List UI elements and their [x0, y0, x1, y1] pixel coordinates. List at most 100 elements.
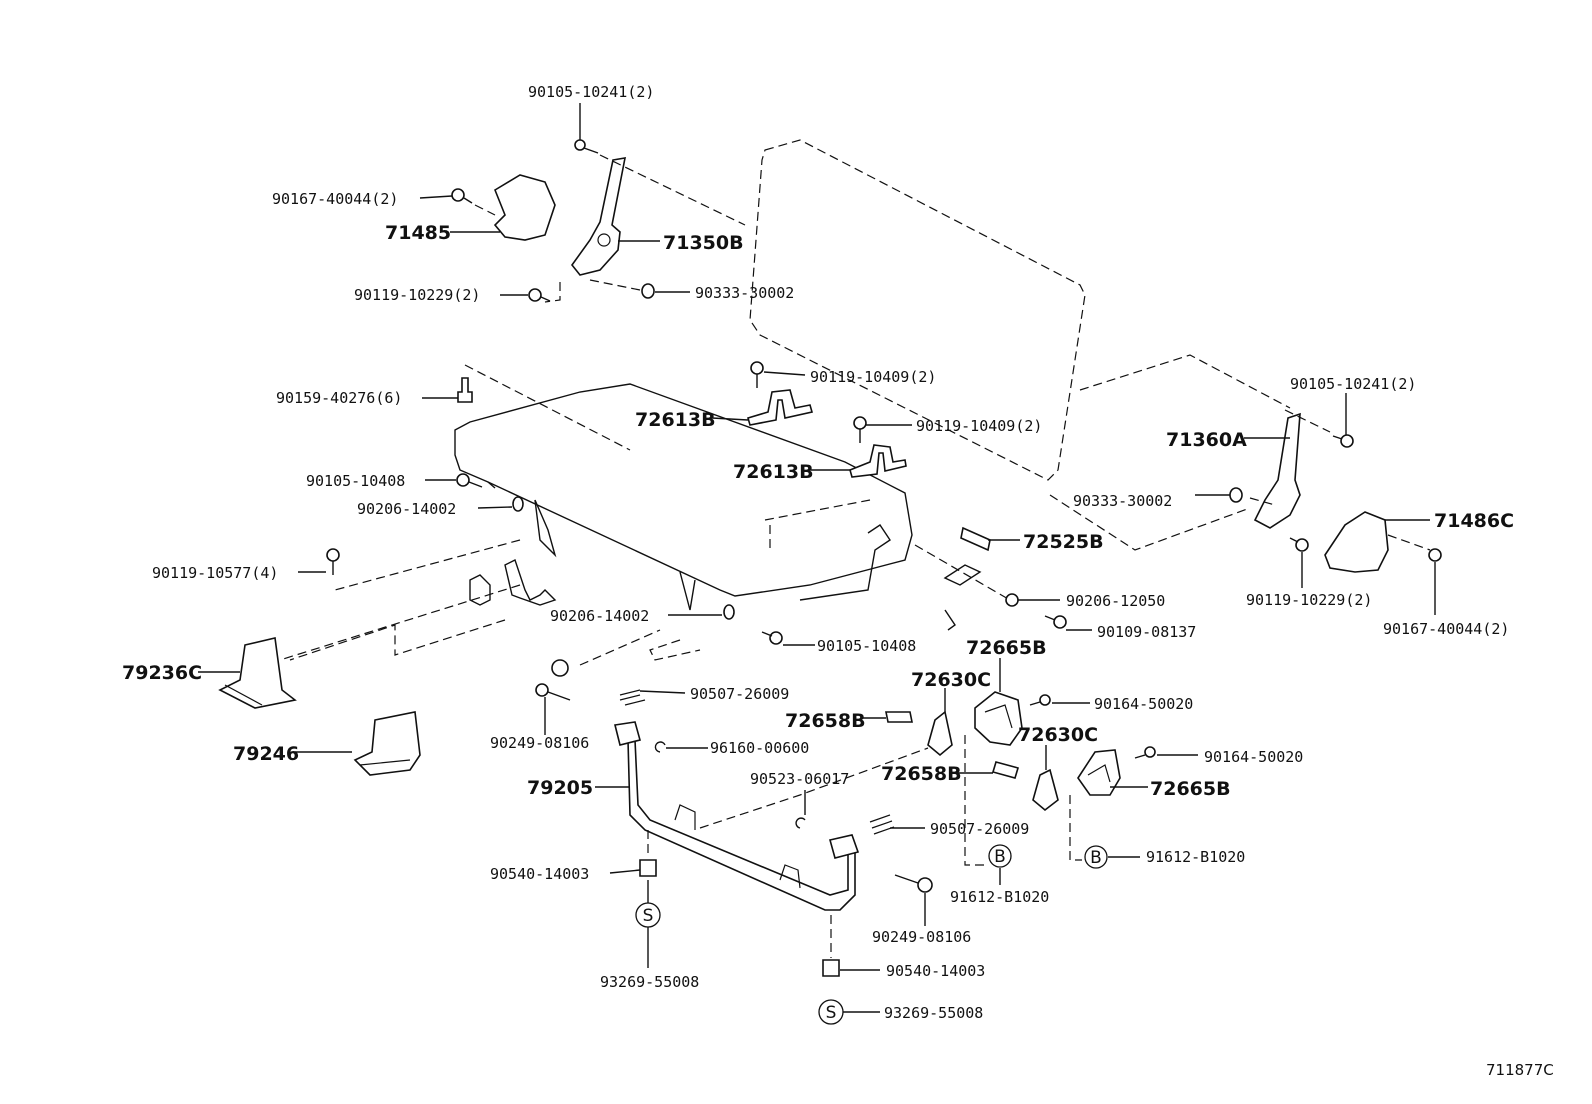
- label-79236c: 79236C: [122, 662, 202, 684]
- clip-90523-06017: [795, 817, 806, 829]
- cover-71486c: [1324, 511, 1431, 573]
- lever-72665b-b: [1077, 749, 1121, 796]
- label-90105-10241-right: 90105-10241(2): [1290, 375, 1416, 393]
- label-72613b-b: 72613B: [733, 461, 814, 483]
- label-90119-10409-b: 90119-10409(2): [916, 417, 1042, 435]
- label-90249-08106-a: 90249-08106: [490, 734, 589, 752]
- dash-links-levers: [964, 735, 1082, 866]
- label-72613b-a: 72613B: [635, 409, 716, 431]
- label-90119-10229-right: 90119-10229(2): [1246, 591, 1372, 609]
- label-72658b-a: 72658B: [785, 710, 866, 732]
- bolt-90105-10408-b: [761, 631, 783, 645]
- ring-90333-30002-right: [1229, 487, 1243, 503]
- latch-part: [914, 544, 1011, 631]
- label-72630c-b: 72630C: [1018, 724, 1098, 746]
- label-90333-30002-right: 90333-30002: [1073, 492, 1172, 510]
- bracket-79236c: [218, 637, 297, 709]
- lever-72630c-a: [927, 710, 953, 757]
- hinge-71350b: [544, 154, 746, 303]
- cap-part-small: [551, 659, 569, 677]
- label-90523-06017: 90523-06017: [750, 770, 849, 788]
- bolt-90105-10241-top: [574, 139, 599, 154]
- bracket-72613b-a: [747, 389, 814, 426]
- ref-mark-s-right: S: [818, 999, 844, 1025]
- ring-90333-30002-top: [641, 283, 655, 299]
- lever-72630c-b: [1032, 768, 1059, 812]
- label-90119-10577: 90119-10577(4): [152, 564, 278, 582]
- label-72658b-b: 72658B: [881, 763, 962, 785]
- label-72630c-a: 72630C: [911, 669, 991, 691]
- bolt-90119-10409-a: [750, 361, 764, 388]
- label-90540-14003-a: 90540-14003: [490, 865, 589, 883]
- seat-back-outline: [749, 139, 1291, 481]
- stud-90159-40276: [457, 377, 473, 403]
- bracket-72613b-b: [849, 444, 907, 478]
- bolt-90119-10409-b: [853, 416, 867, 443]
- ref-mark-b-left: B: [988, 844, 1012, 868]
- cover-71485: [493, 174, 556, 241]
- svg-text:B: B: [1090, 848, 1102, 868]
- bolt-90105-10408-a: [456, 473, 483, 488]
- seat-cushion-frame: [454, 364, 913, 611]
- washer-90206-12050: [1005, 593, 1019, 607]
- label-90119-10409-a: 90119-10409(2): [810, 368, 936, 386]
- screw-90167-40044-left: [451, 188, 496, 216]
- bolt-90119-10229-right: [1289, 537, 1309, 552]
- label-90333-30002-top: 90333-30002: [695, 284, 794, 302]
- label-71350b: 71350B: [663, 232, 744, 254]
- label-90105-10408-b: 90105-10408: [817, 637, 916, 655]
- clip-96160-00600: [654, 741, 666, 753]
- label-72525b: 72525B: [1023, 531, 1104, 553]
- label-90164-50020-b: 90164-50020: [1204, 748, 1303, 766]
- label-90507-26009-b: 90507-26009: [930, 820, 1029, 838]
- label-90206-12050: 90206-12050: [1066, 592, 1165, 610]
- label-90105-10408-a: 90105-10408: [306, 472, 405, 490]
- svg-text:S: S: [826, 1003, 837, 1023]
- bolt-90249-08106-a: [535, 683, 571, 701]
- label-90164-50020-a: 90164-50020: [1094, 695, 1193, 713]
- label-71485: 71485: [385, 222, 451, 244]
- spring-90507-26009-a: [614, 689, 646, 746]
- figure-id: 711877C: [1486, 1061, 1554, 1079]
- bolt-90249-08106-b: [894, 874, 933, 893]
- bolt-90119-10229-left: [528, 288, 551, 302]
- label-91612-b1020-right: 91612-B1020: [1146, 848, 1245, 866]
- screw-90167-40044-right: [1428, 548, 1442, 562]
- label-90249-08106-b: 90249-08106: [872, 928, 971, 946]
- bolt-90109-08137: [1044, 615, 1067, 629]
- label-90167-40044-left: 90167-40044(2): [272, 190, 398, 208]
- label-79246: 79246: [233, 743, 299, 765]
- cap-90540-14003-b: [822, 915, 840, 977]
- label-93269-55008-a: 93269-55008: [600, 973, 699, 991]
- bolt-90119-10577: [326, 548, 340, 575]
- label-90109-08137: 90109-08137: [1097, 623, 1196, 641]
- washer-90206-14002-a: [512, 496, 524, 512]
- label-90105-10241-top: 90105-10241(2): [528, 83, 654, 101]
- svg-text:B: B: [994, 847, 1006, 867]
- label-72665b-b: 72665B: [1150, 778, 1231, 800]
- bolt-90164-50020-a: [1029, 694, 1051, 706]
- label-96160-00600: 96160-00600: [710, 739, 809, 757]
- cap-90540-14003-a: [639, 830, 657, 877]
- rod-72658b-a: [885, 711, 913, 723]
- bolt-90105-10241-right: [1332, 434, 1354, 448]
- spring-90507-26009-b: [829, 814, 895, 859]
- label-90206-14002-a: 90206-14002: [357, 500, 456, 518]
- hinge-71360a: [1049, 409, 1331, 551]
- leader-lines: [198, 103, 1436, 1013]
- label-90159-40276: 90159-40276(6): [276, 389, 402, 407]
- bracket-79246: [353, 711, 421, 776]
- ref-mark-s-left: S: [635, 902, 661, 928]
- label-93269-55008-b: 93269-55008: [884, 1004, 983, 1022]
- label-72665b-a: 72665B: [966, 637, 1047, 659]
- lever-72665b-a: [974, 691, 1023, 746]
- label-90206-14002-b: 90206-14002: [550, 607, 649, 625]
- cushion-brackets: [279, 499, 871, 666]
- callout-labels: 90105-10241(2) 90167-40044(2) 71485 7135…: [122, 83, 1514, 1022]
- label-79205: 79205: [527, 777, 593, 799]
- bolt-90164-50020-b: [1134, 746, 1156, 759]
- label-90167-40044-right: 90167-40044(2): [1383, 620, 1509, 638]
- label-71486c: 71486C: [1434, 510, 1514, 532]
